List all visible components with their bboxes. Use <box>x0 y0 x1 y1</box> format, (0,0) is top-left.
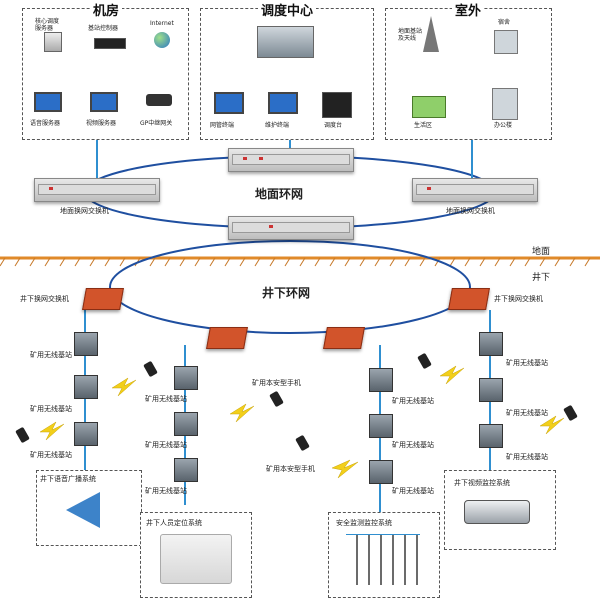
machine-room-top-item-1: 基站控制器 <box>88 25 119 32</box>
outdoor-bottom-item-0: 生活区 <box>414 122 433 129</box>
nms-terminal-icon <box>214 92 244 114</box>
ground-left-switch <box>34 178 160 202</box>
dispatch-bottom-item-0: 网管终端 <box>210 122 235 129</box>
base-station-2c <box>174 458 198 482</box>
positioning-devices-icon <box>160 534 232 584</box>
base-station-2a-label: 矿用无线基站 <box>145 395 187 403</box>
machine-room-bottom-item-1: 视频服务器 <box>86 120 117 127</box>
video-system-title: 井下视频监控系统 <box>454 479 510 487</box>
handset-label-1: 矿用本安型手机 <box>252 379 301 387</box>
machine-room-bottom-item-0: 语音服务器 <box>30 120 61 127</box>
outdoor-title: 室外 <box>452 0 485 19</box>
base-station-1b-label: 矿用无线基站 <box>30 405 72 413</box>
dormitory-icon <box>494 30 518 54</box>
underground-label: 井下 <box>532 273 551 283</box>
video-server-icon <box>90 92 118 112</box>
underground-ring-label: 井下环网 <box>262 286 311 300</box>
base-station-3a <box>369 368 393 392</box>
dispatch-bottom-item-1: 维护终端 <box>265 122 290 129</box>
base-station-4b <box>479 378 503 402</box>
machine-room-title: 机房 <box>90 0 123 19</box>
gateway-phone-icon <box>146 94 172 106</box>
base-station-3b-label: 矿用无线基站 <box>392 441 434 449</box>
dispatch-bottom-item-2: 调度台 <box>324 122 343 129</box>
machine-room-bottom-item-2: GP中继网关 <box>140 120 173 127</box>
outdoor-top-item-1: 宿舍 <box>498 19 511 26</box>
base-station-1c <box>74 422 98 446</box>
bolt-icon <box>439 365 465 385</box>
ground-right-switch-label: 地面换网交换机 <box>446 207 495 215</box>
underground-ring <box>109 240 471 334</box>
machine-room-box <box>22 8 189 140</box>
ground-right-switch <box>412 178 538 202</box>
base-station-4a <box>479 332 503 356</box>
ground-label: 地面 <box>532 247 551 257</box>
cctv-camera-icon <box>464 500 530 524</box>
machine-room-top-item-0: 核心调度 服务器 <box>35 18 60 32</box>
living-area-icon <box>412 96 446 118</box>
base-station-2b <box>174 412 198 436</box>
base-station-4a-label: 矿用无线基站 <box>506 359 548 367</box>
loudspeaker-icon <box>66 492 100 528</box>
sensors-icon <box>346 534 420 585</box>
bolt-icon <box>39 421 65 441</box>
safety-system-title: 安全监测监控系统 <box>336 519 392 527</box>
base-station-2c-label: 矿用无线基站 <box>145 487 187 495</box>
base-station-4b-label: 矿用无线基站 <box>506 409 548 417</box>
dispatch-title: 调度中心 <box>258 0 317 19</box>
underground-right-switch-label: 井下换网交换机 <box>494 295 543 303</box>
base-station-1c-label: 矿用无线基站 <box>30 451 72 459</box>
ground-left-switch-label: 地面换网交换机 <box>60 207 109 215</box>
bsc-icon <box>94 38 126 49</box>
antenna-tower-icon <box>423 16 439 52</box>
ground-core-switch <box>228 148 354 172</box>
internet-globe-icon <box>154 32 170 48</box>
handset-label-2: 矿用本安型手机 <box>266 465 315 473</box>
base-station-3a-label: 矿用无线基站 <box>392 397 434 405</box>
outdoor-top-item-0: 地面基站 及天线 <box>398 28 423 42</box>
base-station-3c-label: 矿用无线基站 <box>392 487 434 495</box>
base-station-3c <box>369 460 393 484</box>
base-station-3b <box>369 414 393 438</box>
base-station-1a-label: 矿用无线基站 <box>30 351 72 359</box>
base-station-1a <box>74 332 98 356</box>
base-station-1b <box>74 375 98 399</box>
outdoor-box <box>385 8 552 140</box>
underground-left-switch-label: 井下换网交换机 <box>20 295 69 303</box>
bolt-icon <box>111 377 137 397</box>
positioning-system-title: 井下人员定位系统 <box>146 519 202 527</box>
machine-room-top-item-2: Internet <box>150 20 174 27</box>
office-building-icon <box>492 88 518 120</box>
base-station-4c-label: 矿用无线基站 <box>506 453 548 461</box>
broadcast-system-title: 井下语音广播系统 <box>40 475 96 483</box>
dispatch-console-icon <box>322 92 352 118</box>
ground-bottom-switch <box>228 216 354 240</box>
ground-ring-label: 地面环网 <box>255 187 304 201</box>
bolt-icon <box>331 459 359 479</box>
dispatch-hall-photo <box>257 26 314 58</box>
outdoor-bottom-item-1: 办公楼 <box>494 122 513 129</box>
base-station-2a <box>174 366 198 390</box>
bolt-icon <box>539 415 565 435</box>
base-station-2b-label: 矿用无线基站 <box>145 441 187 449</box>
bolt-icon <box>229 403 255 423</box>
voice-server-icon <box>34 92 62 112</box>
base-station-4c <box>479 424 503 448</box>
core-server-icon <box>44 32 62 52</box>
maintenance-terminal-icon <box>268 92 298 114</box>
